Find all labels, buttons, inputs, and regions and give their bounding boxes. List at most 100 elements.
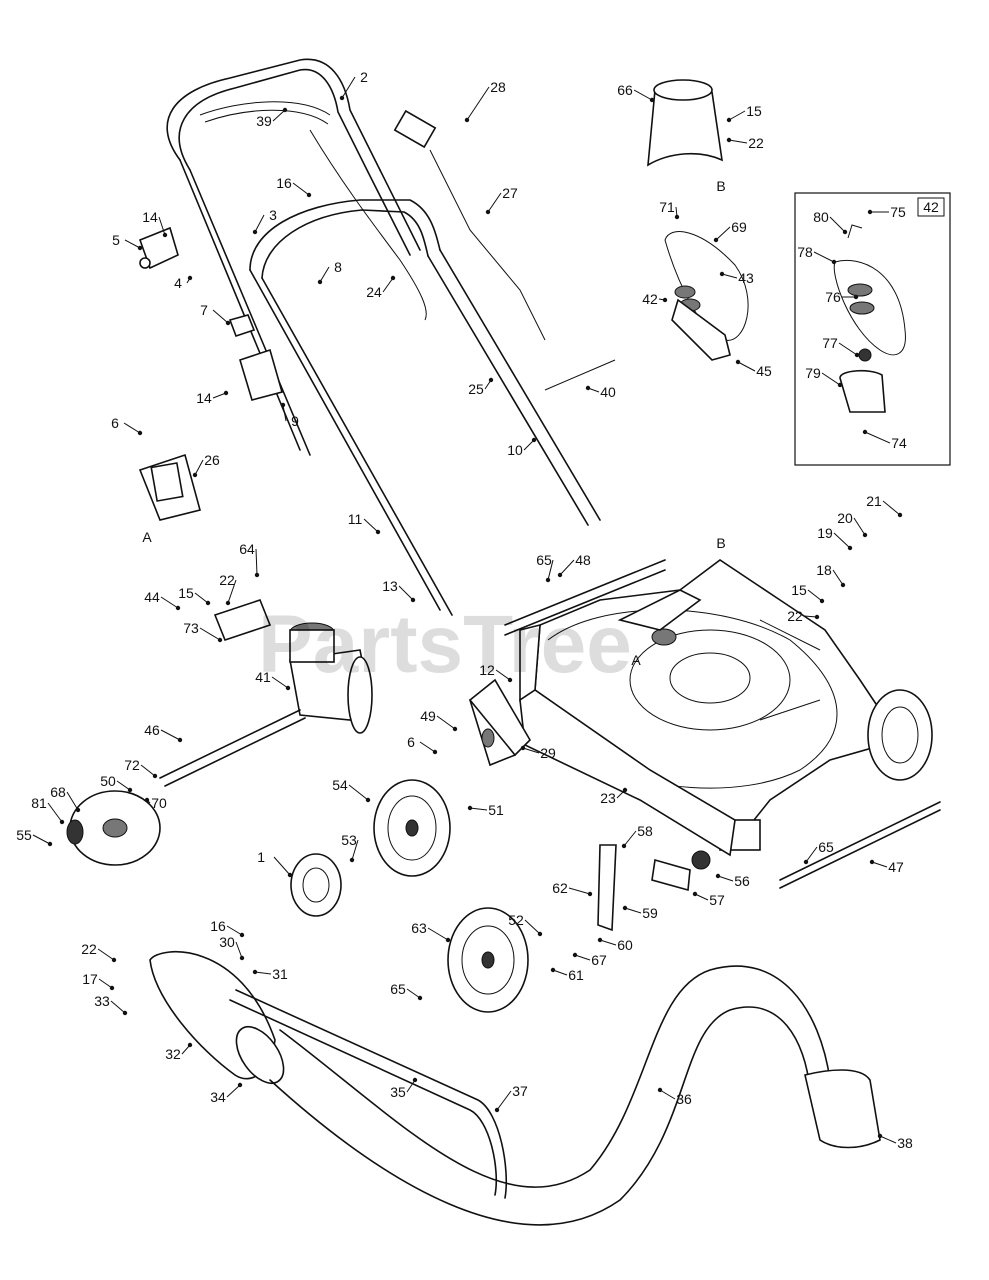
fastener-dot-29: [520, 745, 526, 751]
callout-line-31: [254, 971, 272, 975]
fastener-dot-70: [144, 797, 150, 803]
callout-line-1: [273, 856, 291, 876]
callout-line-44: [160, 596, 179, 609]
part-label-71: 71: [659, 199, 675, 215]
fastener-dot-71: [674, 214, 680, 220]
callout-line-33: [110, 1000, 126, 1014]
part-label-37: 37: [512, 1083, 528, 1099]
part-label-60: 60: [617, 937, 633, 953]
part-label-30: 30: [219, 934, 235, 950]
callout-line-77: [838, 342, 858, 356]
part-label-22b: 22: [219, 572, 235, 588]
callout-line-8: [319, 266, 330, 283]
part-label-38: 38: [897, 1135, 913, 1151]
part-label-3: 3: [269, 207, 277, 223]
part-label-57: 57: [709, 892, 725, 908]
fastener-dot-65c: [417, 995, 423, 1001]
vacuum-hose: [269, 965, 881, 1226]
part-label-23: 23: [600, 790, 616, 806]
part-label-11: 11: [348, 511, 363, 527]
callout-line-6b: [419, 741, 436, 753]
part-label-34: 34: [210, 1089, 226, 1105]
fastener-dot-56: [715, 873, 721, 879]
part-label-76: 76: [825, 289, 841, 305]
fastener-dot-57: [692, 891, 698, 897]
callout-line-34: [226, 1084, 241, 1098]
callout-line-39: [272, 109, 286, 122]
part-label-40: 40: [600, 384, 616, 400]
callout-line-15c: [807, 589, 823, 602]
part-label-66: 66: [617, 82, 633, 98]
callout-line-79: [821, 372, 841, 386]
fastener-dot-34: [237, 1082, 243, 1088]
callout-line-16a: [292, 182, 310, 196]
part-label-56: 56: [734, 873, 750, 889]
callout-line-56: [717, 875, 734, 882]
fastener-dot-61: [550, 967, 556, 973]
part-label-73: 73: [183, 620, 199, 636]
fastener-dot-49: [452, 726, 458, 732]
part-label-31: 31: [272, 966, 288, 982]
fastener-dot-15a: [726, 117, 732, 123]
part-label-6a: 6: [111, 415, 119, 431]
fastener-dot-22c: [814, 614, 820, 620]
callout-line-10: [523, 439, 535, 451]
fastener-dot-50: [127, 787, 133, 793]
callout-line-9: [282, 404, 287, 422]
callout-line-17: [98, 978, 113, 989]
fastener-dot-3: [252, 229, 258, 235]
callout-line-78: [813, 251, 835, 263]
callout-line-64: [255, 548, 258, 576]
fastener-dot-27: [485, 209, 491, 215]
part-label-15c: 15: [791, 582, 807, 598]
watermark: PartsTree: [258, 599, 632, 690]
fastener-dot-6a: [137, 430, 143, 436]
callout-line-30: [235, 941, 243, 959]
fastener-dot-22b: [225, 600, 231, 606]
lower-handle: [249, 199, 601, 616]
fastener-dot-16a: [306, 192, 312, 198]
fastener-dot-16b: [239, 932, 245, 938]
fastener-dot-40: [585, 385, 591, 391]
callout-line-68: [66, 791, 79, 811]
fastener-dot-4: [187, 275, 193, 281]
rear-wheel-bracket: [468, 678, 532, 767]
fastener-dot-12: [507, 677, 513, 683]
fastener-dot-41: [285, 685, 291, 691]
part-label-64: 64: [239, 541, 255, 557]
callout-line-66: [633, 89, 653, 101]
part-label-81: 81: [31, 795, 47, 811]
axle-rods: [504, 559, 941, 889]
callout-line-46: [160, 729, 181, 741]
callout-line-28: [466, 86, 490, 121]
callout-line-15a: [728, 110, 746, 121]
callout-line-55: [32, 834, 51, 845]
fastener-dot-15b: [205, 600, 211, 606]
callout-line-41: [271, 676, 289, 689]
callout-line-67: [574, 954, 591, 961]
part-label-79: 79: [805, 365, 821, 381]
callout-line-5: [124, 239, 141, 249]
part-label-39: 39: [256, 113, 272, 129]
part-label-50: 50: [100, 773, 116, 789]
callout-line-58: [623, 830, 637, 847]
inset-label: 42: [923, 199, 939, 215]
part-label-35: 35: [390, 1084, 406, 1100]
control-cable: [309, 129, 616, 391]
callout-line-22a: [728, 139, 748, 144]
callout-line-24: [382, 277, 394, 293]
deck-housing: [519, 689, 736, 857]
callout-line-47: [871, 861, 888, 868]
part-label-42a: 42: [642, 291, 658, 307]
fastener-dot-53: [349, 857, 355, 863]
fastener-dot-55: [47, 841, 53, 847]
fastener-dot-44: [175, 605, 181, 611]
fastener-dot-69: [713, 237, 719, 243]
fastener-dot-33: [122, 1010, 128, 1016]
callout-line-80: [829, 216, 846, 233]
callout-line-51: [469, 807, 488, 811]
callout-line-21: [882, 500, 901, 516]
part-label-13: 13: [382, 578, 398, 594]
fastener-dot-38: [877, 1133, 883, 1139]
fastener-dot-37: [494, 1107, 500, 1113]
